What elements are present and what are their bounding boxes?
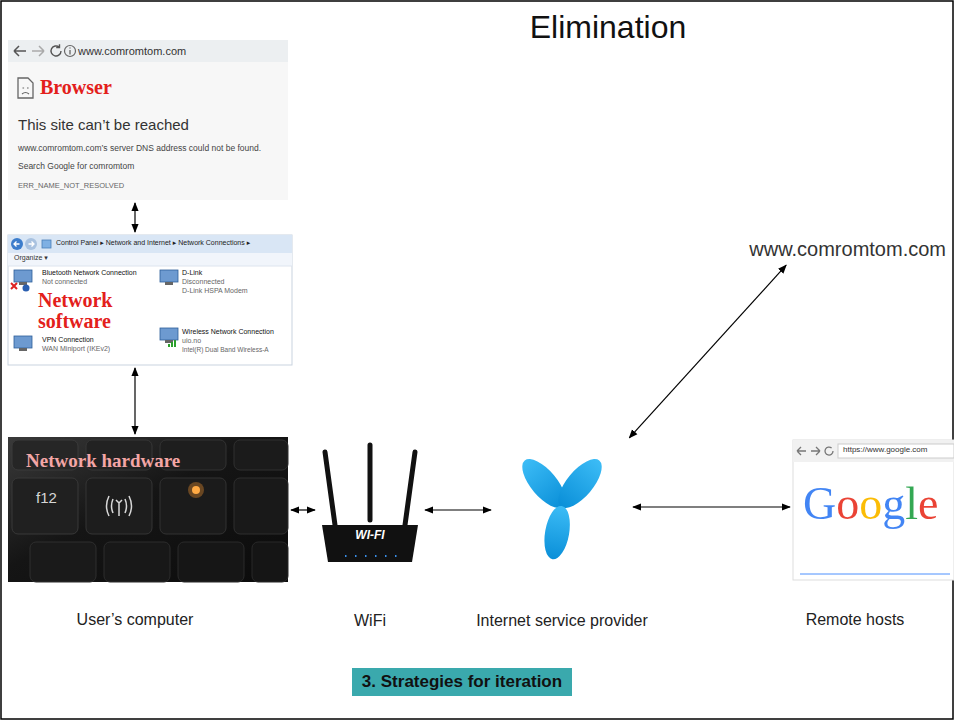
- monitor-stand: [165, 282, 173, 285]
- wireless-symbol: [107, 496, 132, 516]
- network-connections-screenshot: Control Panel ▸ Network and Internet ▸ N…: [8, 235, 292, 365]
- sad-face-mark: [22, 88, 29, 94]
- router-antennas: [325, 445, 415, 525]
- double-arrow: [291, 509, 315, 510]
- double-arrow: [134, 203, 135, 232]
- monitor-icon: [160, 270, 178, 282]
- connection-device: D-Link HSPA Modem: [182, 287, 248, 295]
- column-label: Internet service provider: [454, 612, 670, 630]
- column-label: Remote hosts: [806, 610, 905, 629]
- connection-name: VPN Connection: [42, 336, 94, 344]
- connection-status: Not connected: [42, 278, 87, 286]
- info-icon: [65, 46, 76, 57]
- toolbar-strip: [8, 253, 292, 266]
- connection-name: D-Link: [182, 269, 202, 277]
- url-field: [838, 444, 954, 458]
- keyboard-photo: Network hardware f12: [8, 437, 288, 582]
- back-button-arrow: [14, 242, 20, 247]
- error-detail: www.comromtom.com’s server DNS address c…: [18, 144, 261, 154]
- connection-name: Wireless Network Connection: [182, 328, 274, 336]
- search-hint: Search Google for comromtom: [18, 162, 134, 172]
- isp-logo: Internet service provider: [494, 440, 630, 570]
- isp-logo-blade: [551, 452, 609, 515]
- control-panel-window: [8, 235, 292, 365]
- google-toolbar: [793, 440, 954, 462]
- key: [12, 478, 78, 534]
- search-box-edge: [800, 574, 950, 575]
- sad-page-icon: [18, 78, 33, 98]
- connection-device: Intel(R) Dual Band Wireless-A: [182, 346, 269, 353]
- google-logo: Google: [803, 478, 938, 531]
- monitor-stand: [19, 348, 27, 351]
- back-button: [11, 238, 23, 250]
- monitor-icon: [160, 328, 178, 340]
- key: [104, 542, 170, 582]
- double-arrow: [629, 265, 786, 438]
- breadcrumb-bar: [8, 235, 292, 253]
- monitor-icon: [14, 270, 32, 282]
- reload-icon: [51, 44, 61, 56]
- section-tag: 3. Strategies for iteration: [352, 668, 572, 696]
- browser-window: [8, 40, 288, 200]
- breadcrumb: Control Panel ▸ Network and Internet ▸ N…: [56, 239, 250, 247]
- connection-status: uio.no: [182, 337, 201, 345]
- bluetooth-badge: [23, 285, 30, 292]
- key: [30, 542, 96, 582]
- error-heading: This site can’t be reached: [18, 116, 189, 133]
- key-label: f12: [36, 489, 57, 506]
- key: [86, 478, 152, 534]
- forward-button: [25, 238, 37, 250]
- isp-logo-blade: [541, 504, 574, 561]
- remote-host: www.comromtom.com: [747, 236, 948, 263]
- toolbar-button: Organize ▾: [14, 254, 48, 262]
- part-heading: Browser: [40, 76, 112, 99]
- part-heading: Network hardware: [26, 450, 180, 472]
- url-text: https://www.google.com: [843, 445, 927, 454]
- router-lights: [345, 555, 397, 557]
- back-arrow-icon: [14, 46, 26, 56]
- error-code: ERR_NAME_NOT_RESOLVED: [18, 182, 124, 191]
- key: [160, 478, 226, 534]
- host-name: www.comromtom.com: [749, 238, 946, 261]
- info-icon-mark: [69, 47, 70, 54]
- key: [252, 542, 288, 582]
- reload-icon: [825, 447, 833, 455]
- google-window: [793, 440, 954, 580]
- led-glow: [188, 482, 204, 498]
- forward-button-arrow: [29, 242, 35, 247]
- browser-toolbar: [8, 40, 288, 62]
- column-label: WiFi: [318, 612, 422, 630]
- section-caption: 3. Strategies for iteration: [362, 672, 562, 692]
- forward-arrow-icon: [32, 46, 44, 56]
- key: [234, 440, 288, 470]
- connection-name: Bluetooth Network Connection: [42, 269, 137, 277]
- folder-icon: [42, 240, 51, 248]
- toolbar-rule: [8, 266, 292, 267]
- router-brand: WI-FI: [318, 529, 422, 543]
- column-label: User’s computer: [77, 610, 194, 629]
- key: [234, 478, 288, 534]
- wifi-led: [192, 486, 200, 494]
- connection-device: WAN Miniport (IKEv2): [42, 345, 110, 353]
- slide-title: Elimination: [530, 8, 687, 46]
- google-screenshot: https://www.google.comGoogle: [793, 440, 954, 580]
- keyboard-photo: [8, 437, 288, 582]
- nav-icons: [797, 447, 820, 455]
- wifi-router: WI-FIWiFi: [318, 440, 422, 580]
- disconnected-cross: [11, 283, 17, 289]
- double-arrow: [134, 368, 135, 434]
- monitor-icon: [14, 336, 32, 348]
- part-heading: Network software: [38, 290, 148, 332]
- signal-bars: [169, 340, 175, 347]
- connection-status: Disconnected: [182, 278, 224, 286]
- browser-screenshot: www.comromtom.comBrowserThis site can’t …: [8, 40, 288, 200]
- double-arrow: [425, 509, 491, 510]
- url-text: www.comromtom.com: [78, 45, 186, 58]
- key: [178, 542, 244, 582]
- double-arrow: [633, 506, 790, 507]
